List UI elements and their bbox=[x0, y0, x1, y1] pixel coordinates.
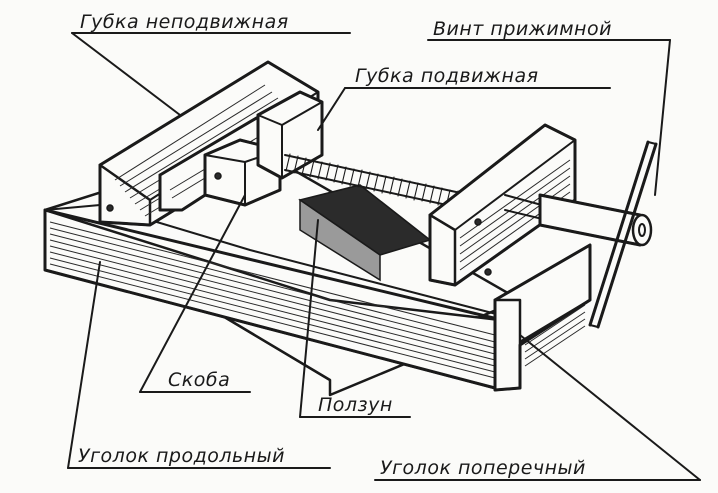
clamp-screw bbox=[504, 140, 658, 329]
cross-angle bbox=[493, 243, 592, 392]
label-clamp-screw: Винт прижимной bbox=[433, 18, 612, 40]
label-bracket: Скоба bbox=[168, 369, 230, 391]
bracket bbox=[158, 90, 324, 212]
leader-lines bbox=[67, 32, 701, 481]
label-movable-jaw: Губка подвижная bbox=[355, 65, 539, 87]
label-cross-angle: Уголок поперечный bbox=[380, 457, 586, 479]
label-fixed-jaw: Губка неподвижная bbox=[80, 11, 289, 33]
screw-thread bbox=[284, 153, 471, 211]
movable-jaw bbox=[428, 123, 577, 287]
label-slider: Ползун bbox=[318, 394, 393, 416]
label-longitudinal-angle: Уголок продольный bbox=[78, 445, 285, 467]
